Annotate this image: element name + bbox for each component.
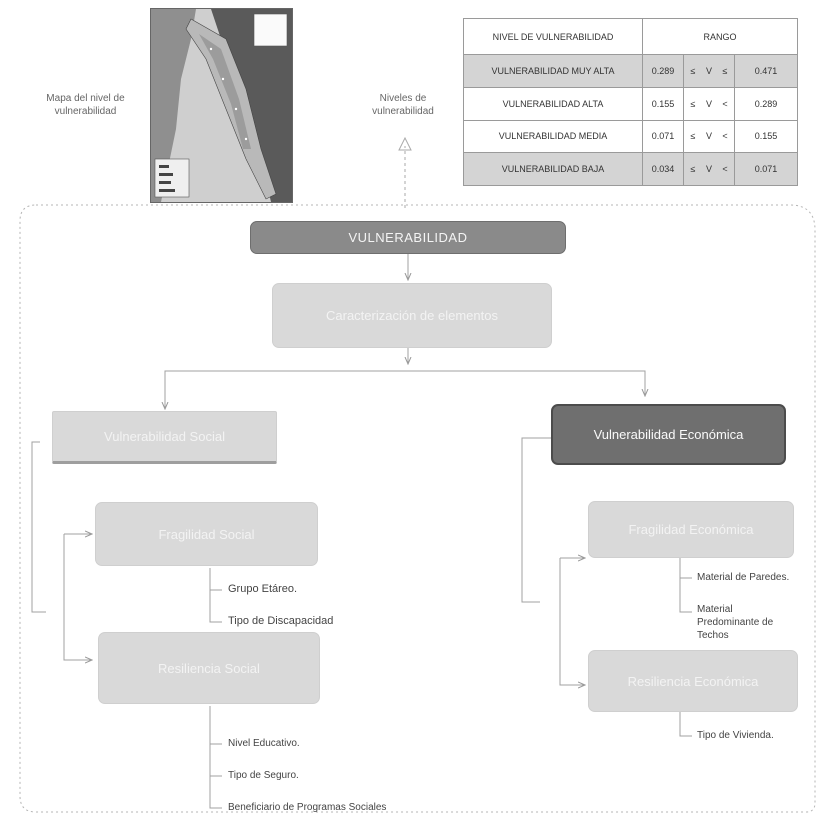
vulnerability-map-image xyxy=(150,8,293,203)
root-vulnerability-box: VULNERABILIDAD xyxy=(250,221,566,254)
row-high: 0.071 xyxy=(734,152,798,186)
row-high: 0.289 xyxy=(734,86,798,121)
leaf-item: Tipo de Discapacidad xyxy=(228,615,334,627)
leaf-item: Nivel Educativo. xyxy=(228,738,300,749)
row-low: 0.071 xyxy=(642,119,684,154)
social-vulnerability-box: Vulnerabilidad Social xyxy=(52,411,277,464)
row-high: 0.471 xyxy=(734,54,798,88)
row-op1: ≤ xyxy=(683,54,702,88)
header-range: RANGO xyxy=(642,18,798,55)
header-level: NIVEL DE VULNERABILIDAD xyxy=(463,18,643,55)
row-op2: ≤ xyxy=(716,54,735,88)
leaf-item: Material Predominante de Techos xyxy=(697,604,774,641)
economic-vulnerability-box: Vulnerabilidad Económica xyxy=(551,404,786,465)
exposure-box: Caracterización de elementos xyxy=(272,283,552,348)
row-low: 0.289 xyxy=(642,54,684,88)
row-low: 0.034 xyxy=(642,152,684,186)
economic-fragility-box: Fragilidad Económica xyxy=(588,501,794,558)
map-caption: Mapa del nivel de vulnerabilidad xyxy=(46,93,125,117)
map-graphic xyxy=(151,9,292,202)
vulnerability-range-table: NIVEL DE VULNERABILIDAD RANGO VULNERABIL… xyxy=(463,18,798,186)
row-op1: ≤ xyxy=(683,152,702,186)
leaf-item: Beneficiario de Programas Sociales xyxy=(228,802,387,813)
levels-arrow xyxy=(398,136,412,208)
row-level: VULNERABILIDAD MEDIA xyxy=(463,119,643,154)
table-header-row: NIVEL DE VULNERABILIDAD RANGO xyxy=(463,18,798,55)
table-row: VULNERABILIDAD BAJA 0.034 ≤ V < 0.071 xyxy=(463,152,798,186)
social-fragility-box: Fragilidad Social xyxy=(95,502,318,566)
leaf-item: Grupo Etáreo. xyxy=(228,583,298,595)
leaf-item: Tipo de Seguro. xyxy=(228,770,299,781)
table-row: VULNERABILIDAD ALTA 0.155 ≤ V < 0.289 xyxy=(463,86,798,121)
levels-caption: Niveles de vulnerabilidad xyxy=(372,93,434,117)
social-resilience-box: Resiliencia Social xyxy=(98,632,320,704)
row-level: VULNERABILIDAD ALTA xyxy=(463,86,643,121)
leaf-item: Material de Paredes. xyxy=(697,572,790,583)
leaf-item: Tipo de Vivienda. xyxy=(697,730,774,741)
economic-resilience-box: Resiliencia Económica xyxy=(588,650,798,712)
outer-frame xyxy=(19,204,816,813)
row-level: VULNERABILIDAD BAJA xyxy=(463,152,643,186)
row-var: V xyxy=(702,152,716,186)
